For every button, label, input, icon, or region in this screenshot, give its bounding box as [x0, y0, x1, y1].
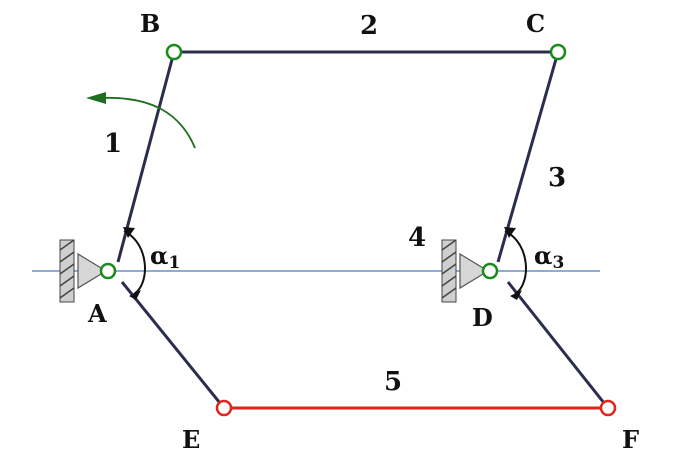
label-link-4: 4 — [408, 223, 426, 253]
label-d: D — [472, 303, 493, 332]
label-link-3: 3 — [548, 163, 566, 193]
angle-arc-alpha1 — [123, 227, 146, 300]
joint-d — [481, 262, 499, 280]
link-df — [506, 281, 610, 409]
joint-b — [165, 43, 183, 61]
label-link-1: 1 — [104, 129, 122, 159]
rotation-arrow — [86, 92, 196, 149]
label-alpha1: α1 — [150, 241, 180, 273]
angle-arc-alpha3 — [504, 227, 527, 300]
label-c: C — [526, 9, 545, 38]
joint-a — [99, 262, 117, 280]
link-3-dc — [496, 51, 560, 263]
link-1-ab — [116, 51, 176, 263]
label-e: E — [182, 425, 200, 454]
label-f: F — [622, 425, 639, 454]
ground-support-a — [59, 239, 108, 303]
link-ae — [120, 281, 226, 409]
label-alpha3: α3 — [534, 241, 564, 273]
joint-c — [549, 43, 567, 61]
label-link-2: 2 — [360, 11, 378, 41]
label-link-5: 5 — [384, 367, 402, 397]
label-a: A — [87, 299, 107, 328]
label-b: B — [140, 9, 160, 38]
joint-f — [599, 399, 617, 417]
ground-support-d — [441, 239, 490, 303]
joint-e — [215, 399, 233, 417]
